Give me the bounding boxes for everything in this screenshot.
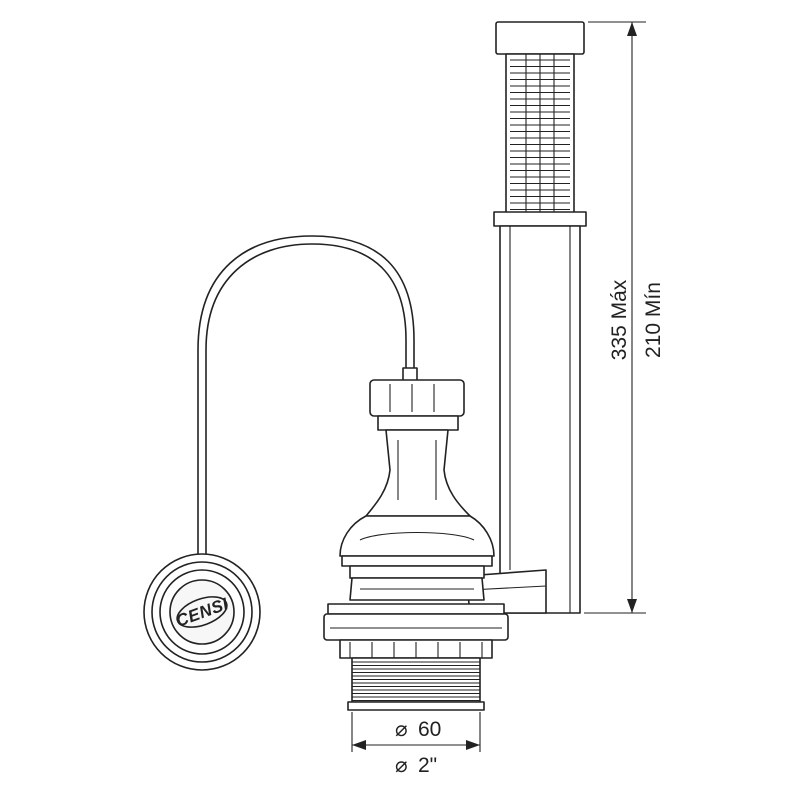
valve-top-nut — [369, 379, 465, 417]
diameter-symbol-mm: ⌀ — [395, 718, 408, 741]
valve-ring-upper — [341, 555, 493, 567]
push-button-face — [169, 579, 235, 645]
valve-ring-middle — [349, 565, 485, 579]
height-arrow-top — [627, 22, 637, 36]
diameter-mm-label: 60 — [418, 718, 441, 741]
valve-flange-top — [327, 603, 505, 615]
diameter-dimension: ⌀ 60 ⌀ 2" — [351, 712, 481, 777]
height-arrow-bottom — [627, 599, 637, 613]
valve-body — [323, 379, 509, 711]
tube-top-cap — [495, 21, 585, 55]
valve-nut-base — [377, 415, 459, 431]
valve-threads — [352, 661, 480, 702]
height-max-label: 335 Máx — [608, 279, 631, 360]
diameter-in-label: 2" — [418, 754, 437, 777]
overflow-tube — [465, 21, 587, 614]
diameter-symbol-in: ⌀ — [395, 754, 408, 777]
valve-dome — [339, 515, 495, 557]
tube-lower-section — [499, 225, 581, 614]
diameter-arrow-left — [352, 740, 366, 750]
height-min-label: 210 Mín — [642, 282, 665, 358]
push-button: CENSI — [143, 553, 261, 671]
valve-neck — [365, 429, 471, 517]
valve-bottom-lip — [347, 701, 485, 711]
valve-flange — [323, 613, 509, 641]
valve-gasket-teeth — [349, 642, 483, 658]
diameter-arrow-right — [466, 740, 480, 750]
tube-collar — [493, 211, 587, 227]
tube-ribs — [510, 54, 570, 214]
height-dimension: 335 Máx 210 Mín — [584, 21, 665, 614]
